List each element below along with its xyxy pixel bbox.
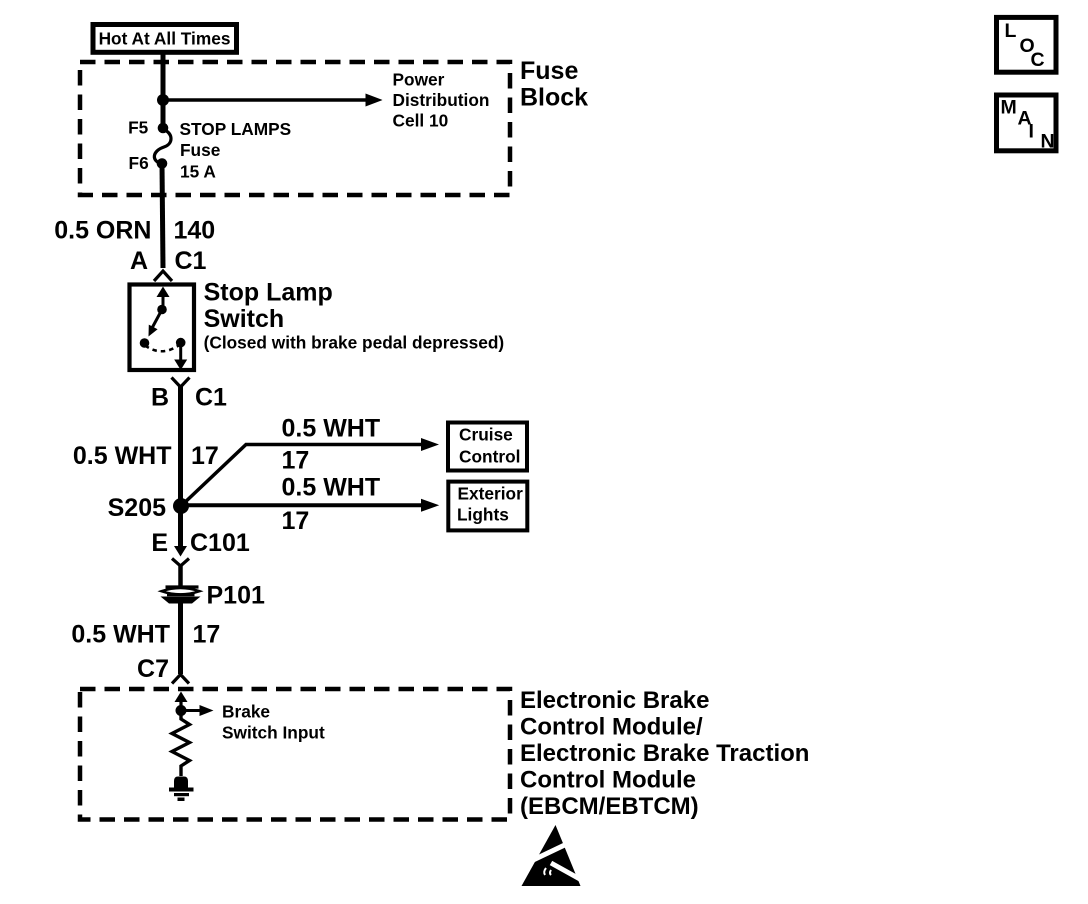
- svg-text:Control: Control: [459, 447, 520, 467]
- svg-text:Switch Input: Switch Input: [222, 723, 325, 743]
- svg-text:17: 17: [191, 442, 219, 470]
- svg-text:Stop Lamp: Stop Lamp: [204, 279, 333, 307]
- svg-text:A: A: [1018, 108, 1032, 130]
- svg-text:Brake: Brake: [222, 702, 270, 722]
- svg-text:Cell 10: Cell 10: [393, 110, 449, 130]
- svg-text:17: 17: [282, 507, 310, 535]
- svg-text:STOP LAMPS: STOP LAMPS: [180, 119, 292, 139]
- svg-text:Block: Block: [520, 84, 588, 112]
- svg-text:A: A: [130, 247, 148, 275]
- svg-text:140: 140: [174, 217, 216, 245]
- svg-text:F5: F5: [128, 117, 149, 137]
- svg-text:M: M: [1001, 97, 1017, 119]
- svg-text:Cruise: Cruise: [459, 425, 513, 445]
- svg-text:C1: C1: [175, 247, 207, 275]
- svg-text:N: N: [1041, 131, 1055, 153]
- svg-text:0.5 WHT: 0.5 WHT: [71, 621, 170, 649]
- svg-text:Lights: Lights: [457, 505, 509, 525]
- svg-text:C: C: [1031, 49, 1045, 71]
- svg-text:B: B: [151, 384, 169, 412]
- svg-text:Power: Power: [393, 69, 445, 89]
- svg-text:0.5 WHT: 0.5 WHT: [282, 415, 381, 443]
- svg-text:Fuse: Fuse: [520, 57, 578, 85]
- svg-text:Distribution: Distribution: [393, 90, 490, 110]
- svg-text:17: 17: [282, 447, 310, 475]
- svg-text:15 A: 15 A: [180, 162, 216, 182]
- svg-text:17: 17: [193, 621, 221, 649]
- svg-text:Switch: Switch: [204, 305, 285, 333]
- svg-text:I: I: [1029, 121, 1034, 143]
- svg-text:S205: S205: [108, 494, 166, 522]
- svg-text:Electronic Brake: Electronic Brake: [520, 687, 709, 714]
- svg-text:Hot At All Times: Hot At All Times: [99, 29, 231, 49]
- svg-text:Control Module/: Control Module/: [520, 714, 703, 741]
- svg-text:Control Module: Control Module: [520, 767, 696, 794]
- svg-text:0.5 WHT: 0.5 WHT: [282, 474, 381, 502]
- svg-text:Fuse: Fuse: [180, 140, 221, 160]
- svg-text:0.5 WHT: 0.5 WHT: [73, 442, 172, 470]
- svg-text:L: L: [1005, 20, 1017, 42]
- svg-text:Electronic Brake Traction: Electronic Brake Traction: [520, 740, 809, 767]
- svg-text:Exterior: Exterior: [458, 484, 524, 504]
- svg-text:C101: C101: [190, 529, 250, 557]
- svg-text:E: E: [151, 529, 168, 557]
- svg-text:(EBCM/EBTCM): (EBCM/EBTCM): [520, 793, 699, 820]
- svg-text:C1: C1: [195, 384, 227, 412]
- svg-text:C7: C7: [137, 655, 169, 683]
- svg-text:O: O: [1020, 35, 1035, 57]
- svg-text:(Closed with brake pedal depre: (Closed with brake pedal depressed): [204, 333, 505, 353]
- svg-text:P101: P101: [207, 582, 265, 610]
- svg-text:0.5 ORN: 0.5 ORN: [54, 217, 151, 245]
- svg-text:F6: F6: [129, 153, 149, 173]
